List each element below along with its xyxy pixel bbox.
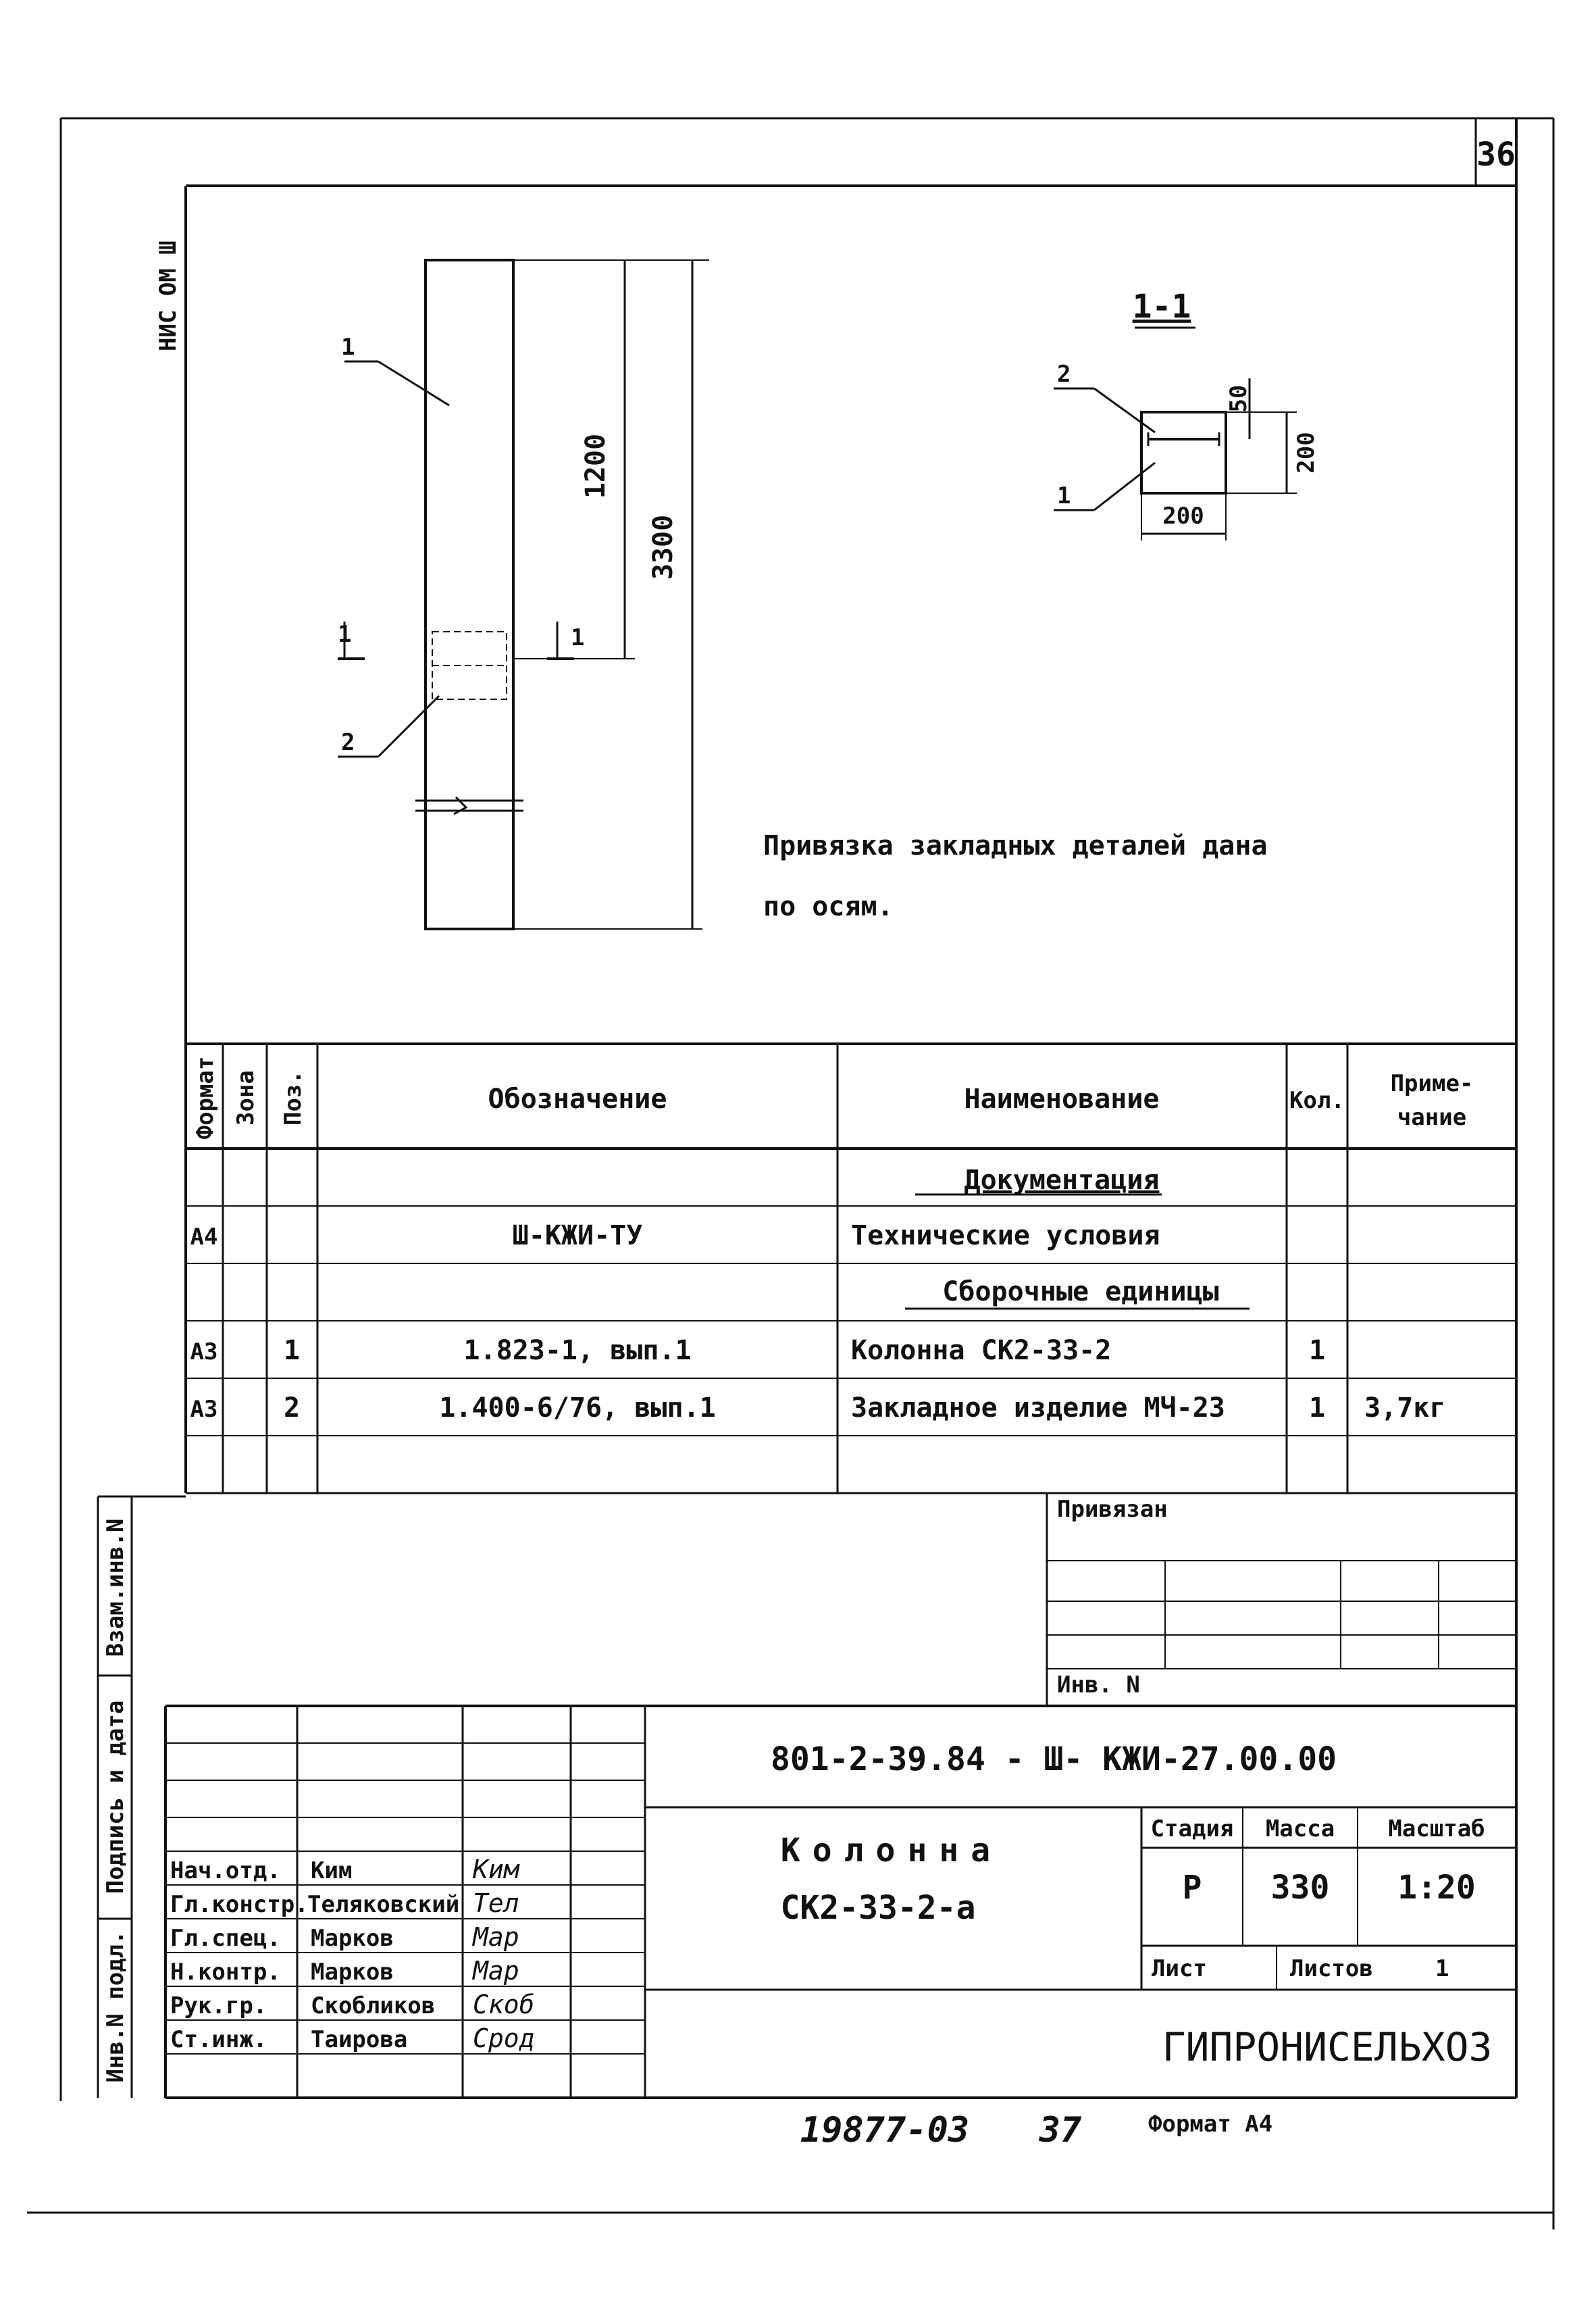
- note-line-2: по осям.: [763, 891, 894, 922]
- sig-3-sign: Мар: [471, 1956, 519, 1986]
- header-pos: Поз.: [280, 1070, 307, 1126]
- section-dim-200-w: 200: [1162, 503, 1204, 530]
- inner-frame: [165, 118, 1518, 2099]
- sig-0-sign: Ким: [472, 1855, 520, 1884]
- sig-5-role: Ст.инж.: [170, 2026, 267, 2053]
- sig-4-sign: Скоб: [473, 1990, 535, 2019]
- column-elevation: 1 1 1 2 1200 3300: [338, 259, 709, 930]
- inv-label: Инв. N: [1057, 1671, 1140, 1698]
- note-line-1: Привязка закладных деталей дана: [763, 830, 1268, 861]
- header-qty: Кол.: [1289, 1087, 1345, 1114]
- sig-2-name: Марков: [311, 1925, 394, 1952]
- product-name-line-2: СК2-33-2-а: [781, 1889, 976, 1927]
- sig-2-sign: Мар: [471, 1922, 519, 1952]
- sig-1-role: Гл.констр.: [170, 1891, 309, 1918]
- header-note-2: чание: [1397, 1104, 1466, 1131]
- footer-page: 37: [1039, 2110, 1082, 2150]
- margin-label-inv-original: Инв.N подл.: [102, 1930, 129, 2082]
- row-3-pos: 1: [284, 1335, 300, 1366]
- side-stamp: НИС ОМ Ш: [155, 241, 182, 351]
- row-1-name: Технические условия: [851, 1220, 1160, 1251]
- header-name: Наименование: [964, 1084, 1160, 1115]
- footer-number: 19877-03: [800, 2110, 969, 2150]
- row-3-qty: 1: [1309, 1335, 1325, 1366]
- mass-label: Масса: [1266, 1815, 1335, 1842]
- section-dim-50: 50: [1225, 385, 1252, 413]
- sig-2-role: Гл.спец.: [170, 1925, 281, 1952]
- document-code: 801-2-39.84 - Ш- КЖИ-27.00.00: [771, 1740, 1337, 1778]
- sheet-border: [27, 117, 1555, 2230]
- leader-1-label: 1: [341, 334, 355, 361]
- section-dim-200-h: 200: [1293, 432, 1320, 473]
- leader-2-label: 2: [341, 729, 355, 756]
- footer-format: Формат А4: [1148, 2111, 1272, 2138]
- row-3-format: А3: [190, 1338, 218, 1365]
- mass-value: 330: [1271, 1869, 1330, 1907]
- row-4-pos: 2: [284, 1392, 300, 1424]
- sig-1-sign: Тел: [473, 1888, 519, 1918]
- margin-label-replace: Взам.инв.N: [102, 1519, 129, 1657]
- header-zone: Зона: [232, 1070, 259, 1126]
- page-number-box: 36: [1474, 118, 1516, 186]
- section-leader-1: 1: [1057, 482, 1071, 509]
- sheet-label: Лист: [1152, 1955, 1207, 1982]
- row-0-name: Документация: [964, 1165, 1160, 1196]
- row-4-note: 3,7кг: [1364, 1392, 1445, 1424]
- row-1-designation: Ш-КЖИ-ТУ: [513, 1220, 643, 1251]
- section-leader-2: 2: [1057, 361, 1071, 388]
- stage-label: Стадия: [1151, 1815, 1234, 1842]
- sig-3-name: Марков: [311, 1959, 394, 1986]
- sig-4-name: Скобликов: [311, 1992, 435, 2019]
- row-4-qty: 1: [1309, 1392, 1325, 1424]
- spec-table: Формат Зона Поз. Обозначение Наименовани…: [186, 1042, 1516, 1494]
- row-3-name: Колонна СК2-33-2: [851, 1335, 1111, 1366]
- stage-value: Р: [1183, 1869, 1202, 1907]
- row-3-designation: 1.823-1, вып.1: [463, 1335, 691, 1366]
- organization: ГИПРОНИСЕЛЬХОЗ: [1162, 2024, 1493, 2070]
- row-4-designation: 1.400-6/76, вып.1: [439, 1392, 715, 1424]
- sig-0-role: Нач.отд.: [170, 1857, 281, 1884]
- sig-3-role: Н.контр.: [170, 1959, 281, 1986]
- row-4-name: Закладное изделие МЧ-23: [851, 1392, 1225, 1424]
- dimension-3300: 3300: [648, 515, 679, 580]
- privyazan-block: Привязан Инв. N: [1046, 1493, 1516, 1706]
- sig-4-role: Рук.гр.: [170, 1992, 267, 2019]
- product-name-line-1: Колонна: [781, 1832, 1002, 1869]
- left-margin-stamp: Взам.инв.N Подпись и дата Инв.N подл.: [97, 1495, 186, 2098]
- sheets-label: Листов: [1290, 1955, 1373, 1982]
- dimension-1200: 1200: [580, 434, 611, 499]
- row-2-name: Сборочные единицы: [942, 1276, 1218, 1307]
- section-mark-left: 1: [338, 621, 351, 648]
- row-1-format: А4: [190, 1224, 218, 1251]
- section-mark-right: 1: [571, 624, 584, 651]
- scale-label: Масштаб: [1388, 1815, 1485, 1842]
- sheets-value: 1: [1435, 1955, 1449, 1982]
- header-designation: Обозначение: [488, 1084, 667, 1115]
- privyazan-label: Привязан: [1057, 1496, 1168, 1523]
- row-4-format: А3: [190, 1396, 218, 1423]
- header-format: Формат: [192, 1057, 219, 1140]
- header-note-1: Приме-: [1391, 1070, 1474, 1097]
- title-block: 801-2-39.84 - Ш- КЖИ-27.00.00 Колонна СК…: [164, 1705, 1516, 2098]
- sig-5-sign: Срод: [473, 2023, 535, 2053]
- section-title: 1-1: [1133, 288, 1191, 326]
- scale-value: 1:20: [1397, 1869, 1476, 1907]
- sig-1-name: Теляковский: [307, 1891, 459, 1918]
- sig-0-name: Ким: [311, 1857, 352, 1884]
- margin-label-sign-date: Подпись и дата: [102, 1701, 129, 1894]
- section-1-1: 1-1 2 1 50 200 200: [1054, 288, 1320, 540]
- sig-5-name: Таирова: [311, 2026, 407, 2053]
- page-number: 36: [1476, 136, 1516, 174]
